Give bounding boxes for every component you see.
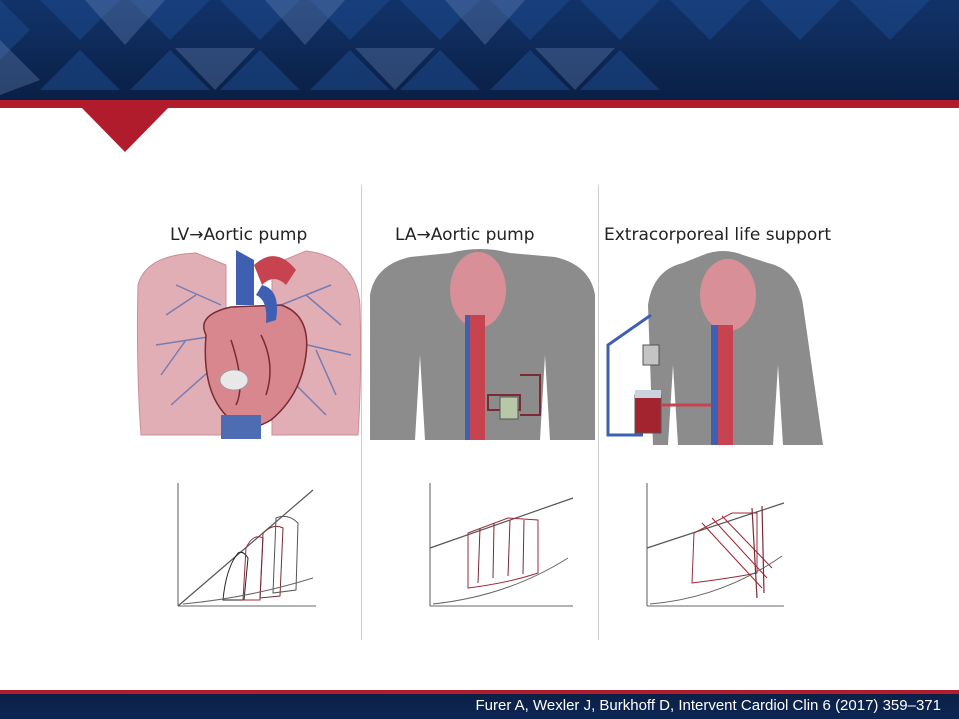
pressure-volume-loop-chart	[408, 478, 578, 623]
pressure-volume-loop-chart	[148, 478, 323, 623]
panel-title-ecls: Extracorporeal life support	[604, 225, 831, 245]
body-silhouette-ecls	[603, 245, 828, 445]
panel-title-la-pump: LA→Aortic pump	[395, 225, 535, 245]
panel-divider	[598, 185, 599, 640]
header-banner	[0, 0, 959, 110]
panel-title-lv-pump: LV→Aortic pump	[170, 225, 307, 245]
citation-text: Furer A, Wexler J, Burkhoff D, Intervent…	[475, 697, 941, 714]
footer-bar: Furer A, Wexler J, Burkhoff D, Intervent…	[0, 690, 959, 719]
heart-lungs-illustration	[136, 245, 362, 440]
pressure-volume-loop-chart	[622, 478, 790, 623]
body-silhouette-la-pump	[370, 245, 595, 440]
corner-triangle	[80, 106, 170, 154]
